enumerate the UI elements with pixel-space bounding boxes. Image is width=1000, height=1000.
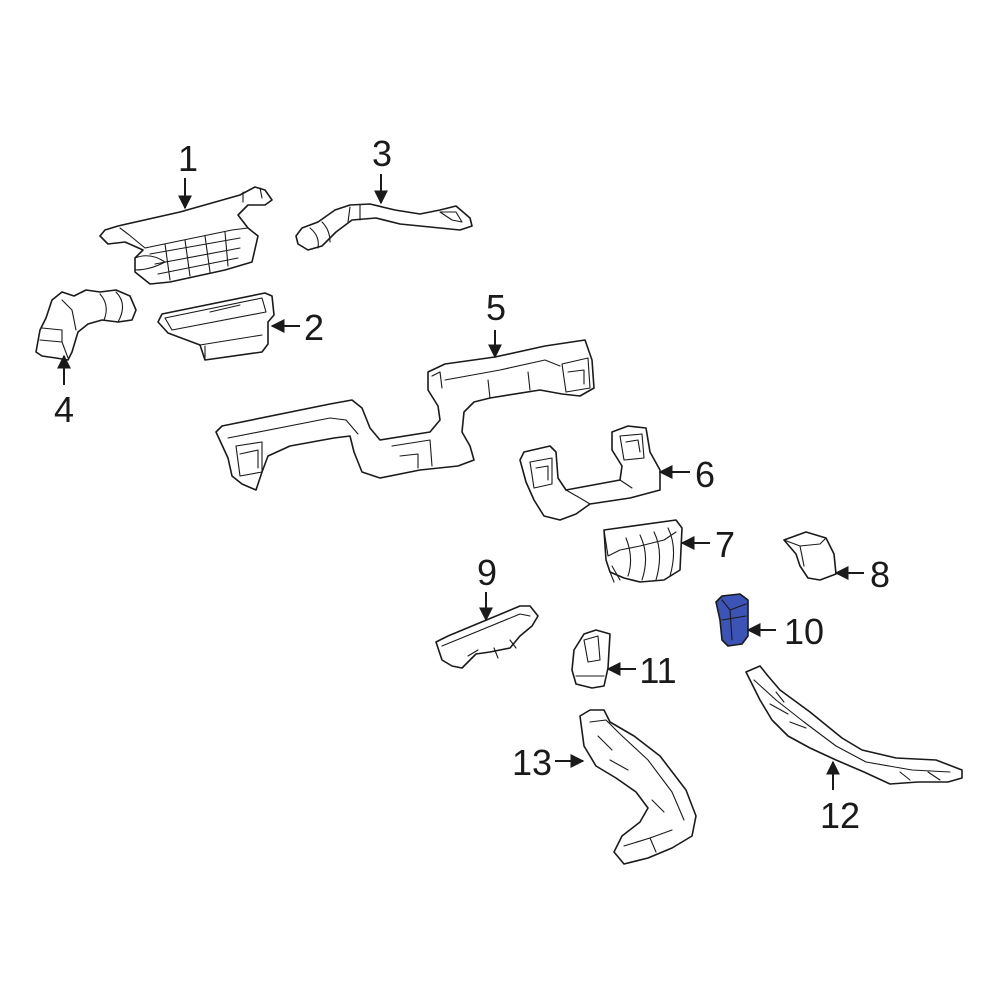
part-3-curved-duct[interactable] bbox=[295, 203, 473, 251]
part-7-louvered-duct[interactable] bbox=[603, 519, 683, 583]
part-10-body bbox=[715, 593, 749, 647]
part-11-small-elbow[interactable] bbox=[571, 629, 611, 689]
part-8-small-bracket[interactable] bbox=[783, 531, 837, 581]
part-10-connector-highlighted[interactable] bbox=[715, 593, 749, 647]
part-9-bar-bracket[interactable] bbox=[435, 605, 539, 669]
callout-1: 1 bbox=[178, 138, 198, 179]
part-1-vent-grille[interactable] bbox=[99, 186, 273, 285]
callout-2: 2 bbox=[304, 307, 324, 348]
callout-10: 10 bbox=[784, 611, 824, 652]
callout-5: 5 bbox=[486, 287, 506, 328]
callout-8: 8 bbox=[870, 554, 890, 595]
part-5-main-duct[interactable] bbox=[215, 339, 595, 491]
part-12-long-lower-duct[interactable] bbox=[745, 665, 963, 785]
callout-12: 12 bbox=[820, 795, 860, 836]
callout-3: 3 bbox=[372, 133, 392, 174]
callout-4: 4 bbox=[54, 389, 74, 430]
part-6-lower-duct[interactable] bbox=[519, 425, 661, 521]
callout-labels: 1 2 3 4 5 6 7 8 9 10 11 12 13 bbox=[54, 133, 890, 836]
callout-6: 6 bbox=[695, 454, 715, 495]
leader-lines bbox=[57, 174, 864, 790]
callout-9: 9 bbox=[477, 552, 497, 593]
callout-13: 13 bbox=[512, 742, 552, 783]
part-13-curved-lower-duct[interactable] bbox=[579, 709, 697, 865]
callout-7: 7 bbox=[715, 524, 735, 565]
part-4-bent-duct[interactable] bbox=[35, 289, 137, 361]
callout-11: 11 bbox=[639, 650, 676, 691]
part-2-duct-box[interactable] bbox=[157, 292, 275, 361]
